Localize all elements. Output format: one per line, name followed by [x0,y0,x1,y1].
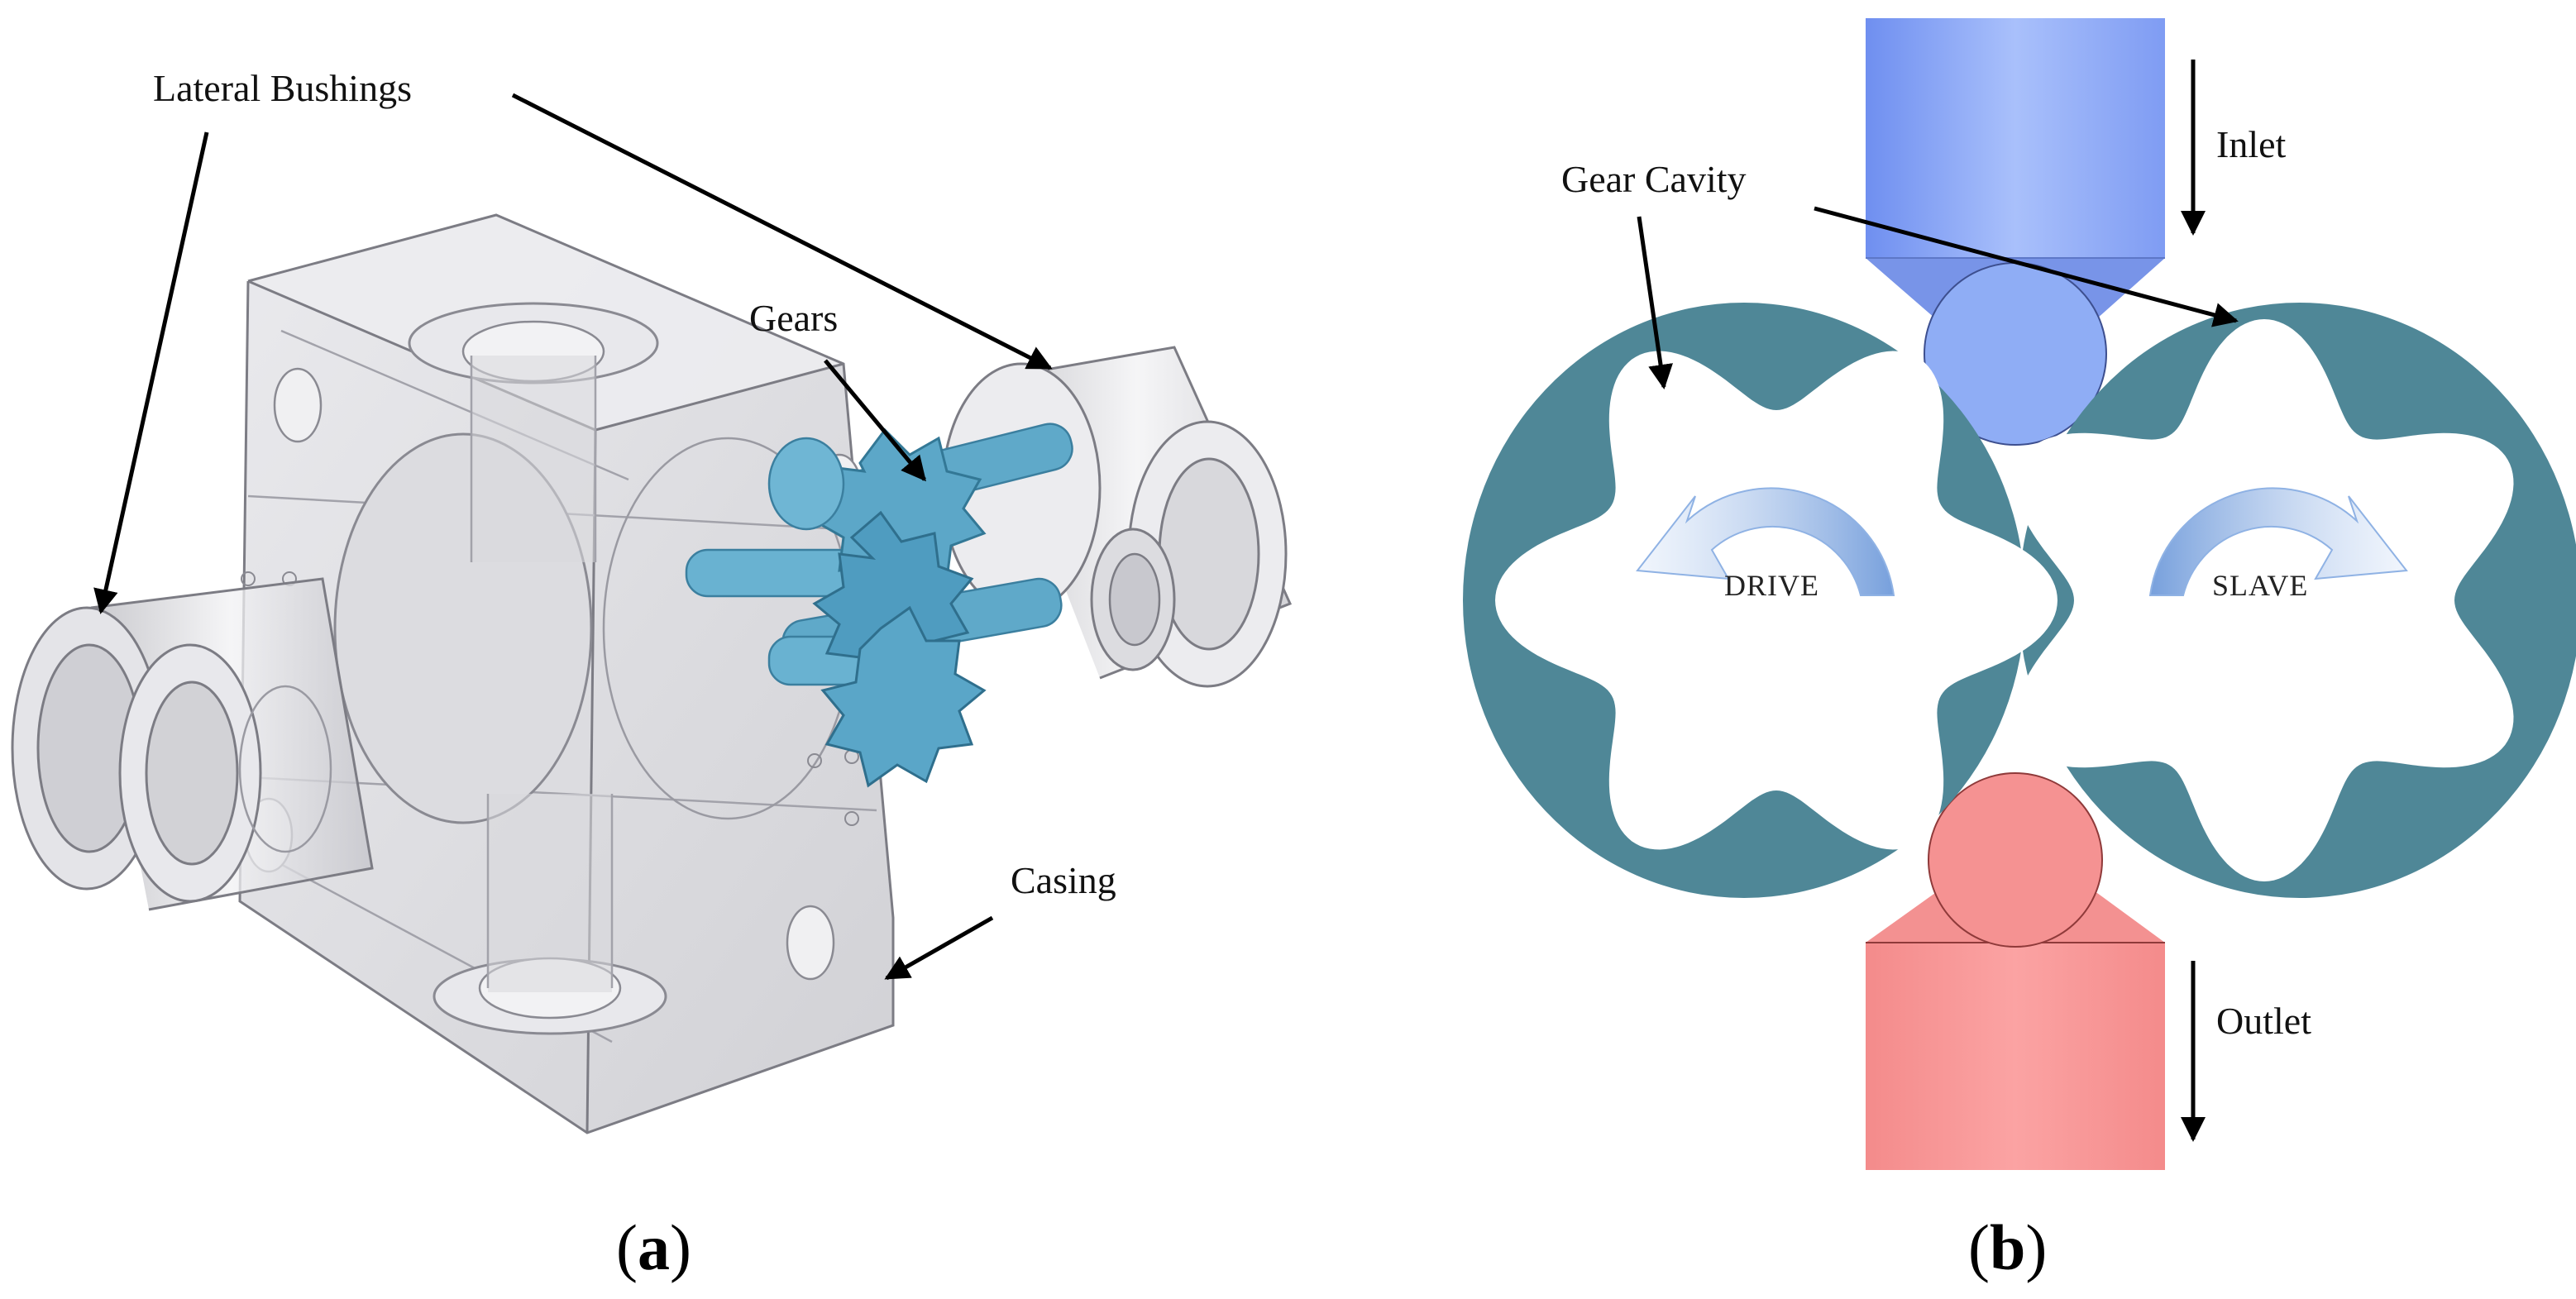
label-outlet: Outlet [2216,1000,2311,1042]
inlet-duct [1866,18,2165,446]
label-inlet: Inlet [2216,123,2287,165]
arrow-lateral-bushings-left [93,131,209,614]
label-casing: Casing [1011,859,1116,901]
label-drive: DRIVE [1724,569,1819,602]
arrow-gears [824,359,926,482]
label-slave: SLAVE [2212,569,2308,602]
arrow-casing [884,915,994,981]
gears-3d [685,423,1073,788]
drive-gear [1495,351,2057,850]
outlet-duct [1866,772,2165,1170]
caption-b: (b) [1968,1211,2047,1283]
drive-rotation-arrow [1636,487,1895,596]
left-lateral-bushing [11,577,374,911]
label-gear-cavity: Gear Cavity [1561,158,1747,200]
arrow-gear-cavity-left [1637,216,1673,389]
caption-a: (a) [616,1211,691,1283]
panel-b: DRIVE SLAVE Gear Cavity Inlet Outlet (b) [1463,18,2576,1283]
label-lateral-bushings: Lateral Bushings [153,67,412,109]
slave-rotation-arrow [2148,487,2408,596]
casing-block [238,213,895,1134]
arrow-lateral-bushings-right [511,93,1053,370]
panel-a: Lateral Bushings Gears Casing (a) [11,67,1293,1283]
arrow-gear-cavity-right [1814,206,2239,327]
label-gears: Gears [749,297,838,339]
slave-gear [2014,319,2514,881]
